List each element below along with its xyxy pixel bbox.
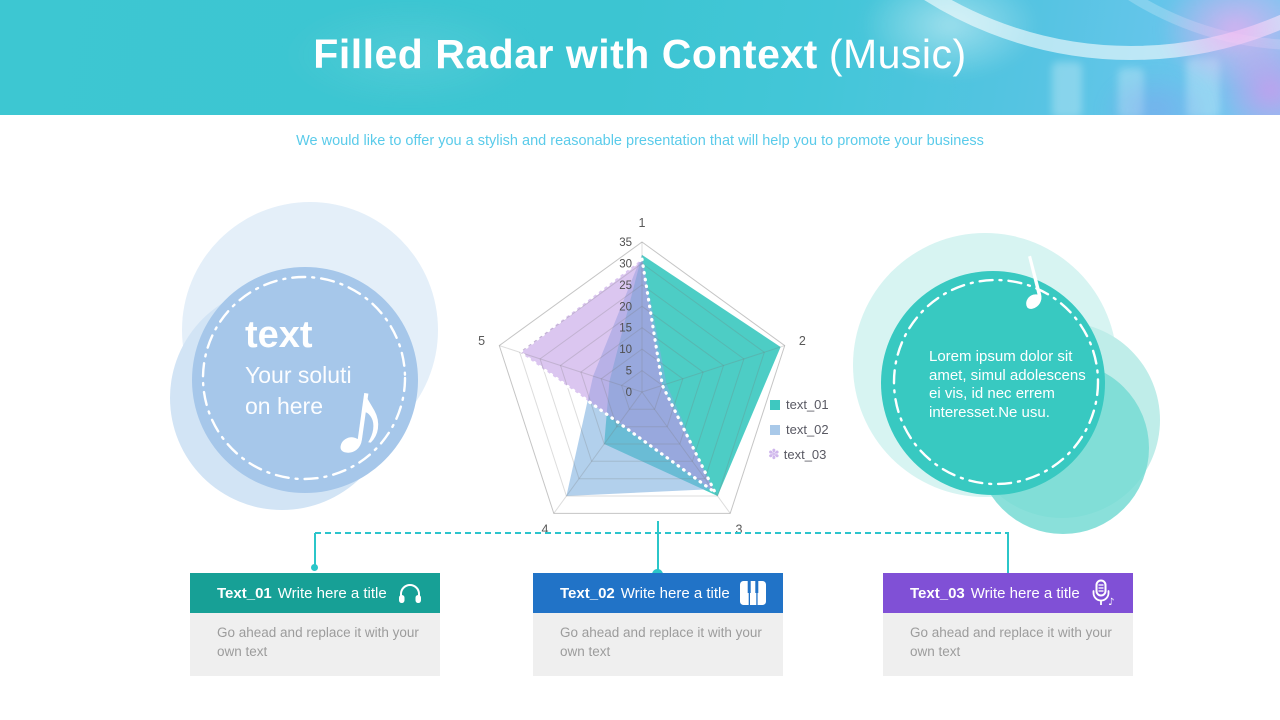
left-bubble-line: on here xyxy=(245,393,324,419)
grid-spoke xyxy=(553,391,643,514)
tick-label: 10 xyxy=(619,344,632,356)
tick-label: 20 xyxy=(619,301,632,313)
card-text02-header: Text_02 Write here a title xyxy=(533,573,783,613)
legend-label: text_02 xyxy=(786,422,829,437)
grid-ring xyxy=(519,262,765,497)
card-body-text: Go ahead and replace it with your own te… xyxy=(533,613,783,676)
left-bubble-text: text Your soluti on here xyxy=(245,314,415,422)
card-text03: Text_03 Write here a title ♪ Go ahead an… xyxy=(883,573,1133,676)
connector-line-card2 xyxy=(657,521,659,572)
card-text02: Text_02 Write here a title Go ahead and … xyxy=(533,573,783,676)
category-label: 1 xyxy=(639,216,646,230)
grid-ring xyxy=(498,241,786,514)
tick-label: 15 xyxy=(619,323,632,335)
grid-ring xyxy=(559,305,725,462)
banner: Filled Radar with Context(Music) xyxy=(0,0,1280,115)
category-label: 2 xyxy=(799,334,806,348)
banner-bokeh-pillar xyxy=(1052,62,1082,115)
left-bubble-title: text xyxy=(245,314,313,356)
left-bubble-circle xyxy=(192,267,418,493)
card-text01: Text_01 Write here a title Go ahead and … xyxy=(190,573,440,676)
card-text03-header: Text_03 Write here a title ♪ xyxy=(883,573,1133,613)
grid-ring xyxy=(621,369,663,410)
category-label: 5 xyxy=(478,334,485,348)
page-title-suffix: (Music) xyxy=(828,31,967,77)
connector-line-card3 xyxy=(1007,533,1009,573)
banner-bokeh xyxy=(280,0,540,110)
card-body-text: Go ahead and replace it with your own te… xyxy=(190,613,440,676)
legend-item-text_02: text_02 xyxy=(770,417,829,442)
legend-label: text_03 xyxy=(783,447,827,462)
right-bubble-line: Lorem ipsum dolor sit xyxy=(929,348,1073,365)
legend-item-text_01: text_01 xyxy=(770,392,829,417)
card-text01-header: Text_01 Write here a title xyxy=(190,573,440,613)
connector-dot-card1 xyxy=(311,564,318,571)
connector-dashed-line xyxy=(315,532,1009,534)
card-tag: Text_02 xyxy=(560,584,615,602)
grid-spoke xyxy=(641,345,785,393)
right-bubble-dash-border xyxy=(892,278,1100,486)
left-bubble-line: Your soluti xyxy=(245,362,352,388)
connector-line-card1 xyxy=(314,533,316,569)
piano-icon xyxy=(739,580,767,606)
banner-bokeh-pillar xyxy=(1118,68,1144,115)
card-tag: Text_03 xyxy=(910,584,965,602)
legend-square-marker xyxy=(770,399,780,410)
headphones-icon xyxy=(396,580,424,606)
tick-label: 30 xyxy=(619,258,632,270)
chart-legend: text_01 text_02 ✽text_03 xyxy=(768,392,829,467)
grid-ring xyxy=(539,284,745,480)
card-title: Write here a title xyxy=(277,584,387,602)
series-polygon-text_03 xyxy=(519,259,716,493)
left-bubble-dash-border xyxy=(201,275,407,481)
series-outline-text_03 xyxy=(517,256,717,494)
right-bubble-text: Lorem ipsum dolor sit amet, simul adoles… xyxy=(929,348,1109,422)
right-bubble-line: ei vis, id nec errem xyxy=(929,385,1055,402)
legend-label: text_01 xyxy=(786,397,829,412)
tick-label: 0 xyxy=(626,387,632,399)
legend-square-marker xyxy=(770,424,780,435)
page-subtitle: We would like to offer you a stylish and… xyxy=(296,133,984,149)
category-label: 4 xyxy=(542,522,549,536)
radar-chart-svg: 0 5 10 15 20 25 30 35 1 2 3 4 5 xyxy=(478,216,806,536)
tick-label: 5 xyxy=(626,366,632,378)
tick-label: 35 xyxy=(619,237,632,249)
microphone-icon: ♪ xyxy=(1087,579,1117,607)
legend-item-text_03: ✽text_03 xyxy=(768,442,829,467)
grid-ring xyxy=(600,348,684,428)
page-title-main: Filled Radar with Context xyxy=(313,31,818,77)
card-title: Write here a title xyxy=(970,584,1080,602)
tick-label: 25 xyxy=(619,280,632,292)
legend-star-marker: ✽ xyxy=(768,446,780,462)
card-title: Write here a title xyxy=(620,584,730,602)
right-bubble-line: amet, simul adolescens xyxy=(929,366,1086,384)
svg-text:♪: ♪ xyxy=(1108,597,1114,607)
card-tag: Text_01 xyxy=(217,584,272,602)
grid-spoke xyxy=(641,391,731,514)
right-bubble-line: interesset.Ne usu. xyxy=(929,403,1050,421)
card-body-text: Go ahead and replace it with your own te… xyxy=(883,613,1133,676)
category-label: 3 xyxy=(736,522,743,536)
grid-ring xyxy=(580,327,704,445)
page-title: Filled Radar with Context(Music) xyxy=(0,31,1280,78)
